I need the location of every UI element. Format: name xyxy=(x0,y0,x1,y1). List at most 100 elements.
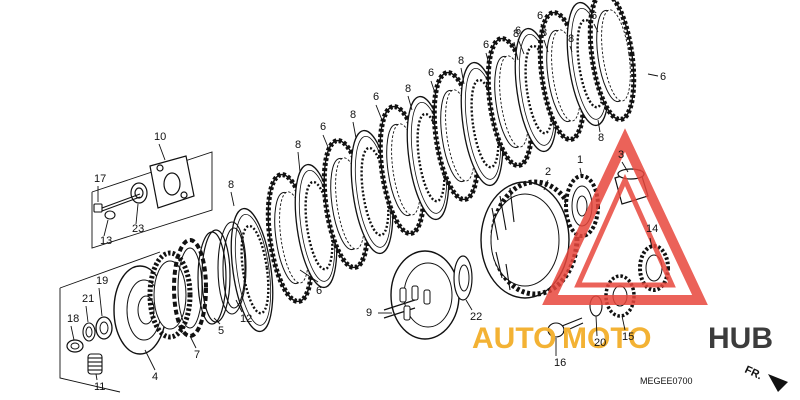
callout-c8c: 8 xyxy=(350,109,356,121)
leader-c8c xyxy=(352,121,357,139)
leader-c23 xyxy=(135,203,139,225)
leader-c8f xyxy=(513,41,519,61)
callout-c21: 21 xyxy=(82,293,94,305)
clutch-center-9 xyxy=(383,250,460,340)
callout-c8a: 8 xyxy=(228,179,234,191)
leader-c8a xyxy=(230,191,235,207)
leader-c3 xyxy=(621,161,629,173)
callout-c7: 7 xyxy=(194,349,200,361)
callout-c8b: 8 xyxy=(295,139,301,151)
callout-c6c: 6 xyxy=(373,91,379,103)
callout-c20: 20 xyxy=(594,337,606,349)
bearing-19 xyxy=(95,316,113,340)
leader-c1 xyxy=(579,167,583,179)
leader-c6g xyxy=(540,23,546,37)
callout-c13: 13 xyxy=(100,235,112,247)
leader-c19 xyxy=(98,287,103,317)
callout-c18: 18 xyxy=(67,313,79,325)
callout-c6h: 6 xyxy=(591,10,597,22)
watermark-text-moto: MOTO xyxy=(562,322,651,355)
leader-c6f xyxy=(517,38,525,55)
callout-c11: 11 xyxy=(94,381,105,393)
spring-seat-12 xyxy=(217,221,247,315)
leader-c6h xyxy=(593,23,599,33)
callout-c1: 1 xyxy=(577,154,583,166)
leader-c6d xyxy=(430,80,437,97)
leader-c6a xyxy=(299,269,319,283)
leader-lines xyxy=(70,23,659,381)
callout-c3: 3 xyxy=(618,149,624,161)
leader-c5 xyxy=(213,317,221,325)
leader-c18 xyxy=(70,325,75,341)
callout-c6i: 6 xyxy=(660,71,666,83)
lifter-plate-10 xyxy=(149,155,195,209)
callout-c19: 19 xyxy=(96,275,108,287)
washer-22 xyxy=(453,255,473,301)
leader-c8h xyxy=(597,119,601,133)
callout-c16: 16 xyxy=(554,357,566,369)
callout-c2: 2 xyxy=(545,166,551,178)
leader-c6i xyxy=(647,73,659,77)
callout-c6e: 6 xyxy=(483,39,489,51)
leader-c8g xyxy=(543,39,549,53)
bearing-18 xyxy=(66,339,84,353)
callout-c8i: 8 xyxy=(568,33,574,45)
callout-c15: 15 xyxy=(622,331,634,343)
leader-c6c xyxy=(375,104,383,121)
leader-c12 xyxy=(235,299,243,313)
front-marker-text: FR. xyxy=(743,364,764,382)
callout-c6b: 6 xyxy=(320,121,326,133)
pressure-plate xyxy=(113,250,193,355)
leader-c14 xyxy=(649,237,653,249)
callout-c23: 23 xyxy=(132,223,144,235)
leader-c13 xyxy=(103,219,109,237)
callout-c4: 4 xyxy=(152,371,158,383)
watermark-text-hub: HUB xyxy=(708,322,773,355)
callout-c6a: 6 xyxy=(316,285,322,297)
diagram-code: MEGEE0700 xyxy=(640,376,693,386)
leader-c8e xyxy=(460,67,465,85)
leader-c21 xyxy=(85,305,89,323)
callout-c8f: 8 xyxy=(513,28,519,40)
callout-c12: 12 xyxy=(240,313,252,325)
front-direction-marker: FR. xyxy=(743,364,788,392)
callout-c6g: 6 xyxy=(537,10,543,22)
callout-c8e: 8 xyxy=(458,55,464,67)
leader-c8b xyxy=(297,151,301,173)
leader-c20 xyxy=(595,315,598,337)
lifter-piece-11 xyxy=(87,353,103,375)
leader-c4 xyxy=(144,349,156,371)
washer-13 xyxy=(104,210,116,220)
watermark-logo xyxy=(542,128,708,305)
callout-c22: 22 xyxy=(470,311,482,323)
bolt-16 xyxy=(547,317,584,338)
leader-c2 xyxy=(543,179,549,191)
leader-c10 xyxy=(158,143,166,161)
leader-c7 xyxy=(189,335,197,349)
leader-c11 xyxy=(95,373,98,381)
leader-c22 xyxy=(465,299,473,311)
callout-c8h: 8 xyxy=(598,132,604,144)
callout-c8g: 8 xyxy=(541,27,547,39)
judder-spring xyxy=(197,229,231,325)
leader-c8d xyxy=(407,95,413,111)
front-arrow-icon xyxy=(768,374,788,392)
leader-c6e xyxy=(485,52,491,69)
watermark-text-auto: AUTO xyxy=(472,322,556,355)
callout-c10: 10 xyxy=(154,131,166,143)
clutch-outer-2 xyxy=(480,179,580,299)
leader-c6b xyxy=(322,134,331,153)
callout-c17: 17 xyxy=(94,173,106,185)
leader-c8i xyxy=(569,45,573,53)
callout-c6d: 6 xyxy=(428,67,434,79)
callout-c14: 14 xyxy=(646,223,658,235)
callout-c8d: 8 xyxy=(405,83,411,95)
leader-c15 xyxy=(621,315,626,331)
callout-c9: 9 xyxy=(366,307,372,319)
washer-21 xyxy=(82,322,96,342)
bolt-17 xyxy=(93,193,141,213)
callout-c5: 5 xyxy=(218,325,224,337)
